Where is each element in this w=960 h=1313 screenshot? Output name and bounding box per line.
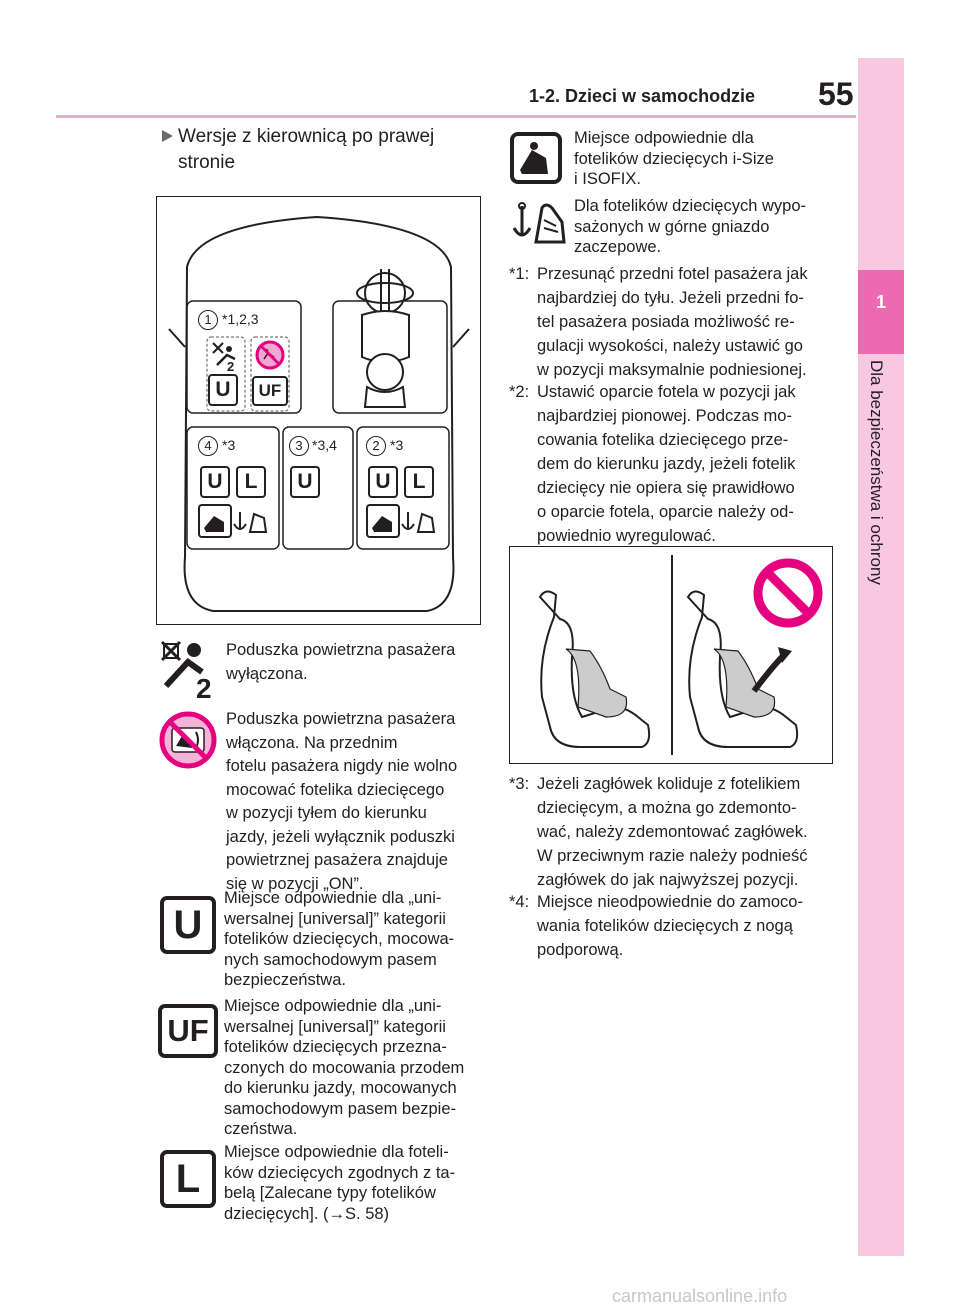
- seat-3-marker: 3: [289, 436, 309, 456]
- footnote-3: *3: Jeżeli zagłówek koliduje z fotelikie…: [509, 775, 808, 889]
- footnote-2: *2: Ustawić oparcie fotela w pozycji jak…: [509, 383, 796, 545]
- watermark: carmanualsonline.info: [612, 1286, 788, 1306]
- seat-1-notes: *1,2,3: [222, 311, 259, 327]
- car-seat-diagram: 2: [156, 196, 481, 625]
- footnote-1: *1: Przesunąć przedni fotel pasażera jak…: [509, 265, 808, 379]
- seat-2-notes: *3: [390, 437, 404, 453]
- legend-top-tether: Dla fotelików dziecięcych wypo-sażonych …: [574, 197, 807, 256]
- chapter-side-tab: [858, 58, 904, 1256]
- isize-isofix-icon: [510, 132, 562, 184]
- section-title: 1-2. Dzieci w samochodzie: [529, 86, 756, 106]
- heading-line-2: stronie: [178, 152, 236, 173]
- airbag-on-prohibited-icon: [159, 711, 217, 769]
- universal-u-icon: U: [160, 896, 216, 954]
- seat-2-marker: 2: [366, 436, 386, 456]
- universal-forward-uf-icon: UF: [158, 1004, 218, 1058]
- isofix-tether-icons-seat2: [366, 504, 436, 538]
- triangle-bullet-icon: [162, 130, 173, 142]
- chapter-tab-active[interactable]: [858, 270, 904, 354]
- uf-badge-seat1: UF: [252, 376, 288, 406]
- legend-universal: Miejsce odpowiednie dla „uni-wersalnej […: [224, 889, 455, 989]
- chapter-number: 1: [875, 292, 886, 312]
- svg-text:2: 2: [227, 359, 234, 374]
- seat-4-marker: 4: [198, 436, 218, 456]
- l-category-icon: L: [160, 1150, 216, 1208]
- isofix-tether-icons-seat4: [198, 504, 268, 538]
- u-badge-seat3: U: [290, 466, 320, 498]
- u-badge-seat2: U: [368, 466, 398, 498]
- airbag-off-icon: 2: [160, 640, 212, 700]
- header-rule: [56, 115, 856, 118]
- svg-text:2: 2: [196, 673, 212, 700]
- seat-4-notes: *3: [222, 437, 236, 453]
- seat-1-marker: 1: [198, 310, 218, 330]
- headrest-seat-illustration: [509, 546, 833, 764]
- chapter-title: Dla bezpieczeństwa i ochrony: [867, 360, 886, 585]
- page-number: 55: [818, 76, 854, 112]
- u-badge-seat1: U: [208, 374, 238, 406]
- l-badge-seat2: L: [404, 466, 434, 498]
- legend-universal-forward: Miejsce odpowiednie dla „uni-wersalnej […: [224, 997, 465, 1138]
- u-badge-seat4: U: [200, 466, 230, 498]
- legend-l-category: Miejsce odpowiednie dla foteli-ków dziec…: [224, 1143, 456, 1223]
- footnote-4: *4: Miejsce nieodpowiednie do zamoco-wan…: [509, 893, 803, 959]
- seat-3-notes: *3,4: [312, 437, 337, 453]
- heading-line-1: Wersje z kierownicą po prawej: [178, 126, 435, 147]
- top-tether-anchor-icon: [512, 202, 566, 244]
- l-badge-seat4: L: [236, 466, 266, 498]
